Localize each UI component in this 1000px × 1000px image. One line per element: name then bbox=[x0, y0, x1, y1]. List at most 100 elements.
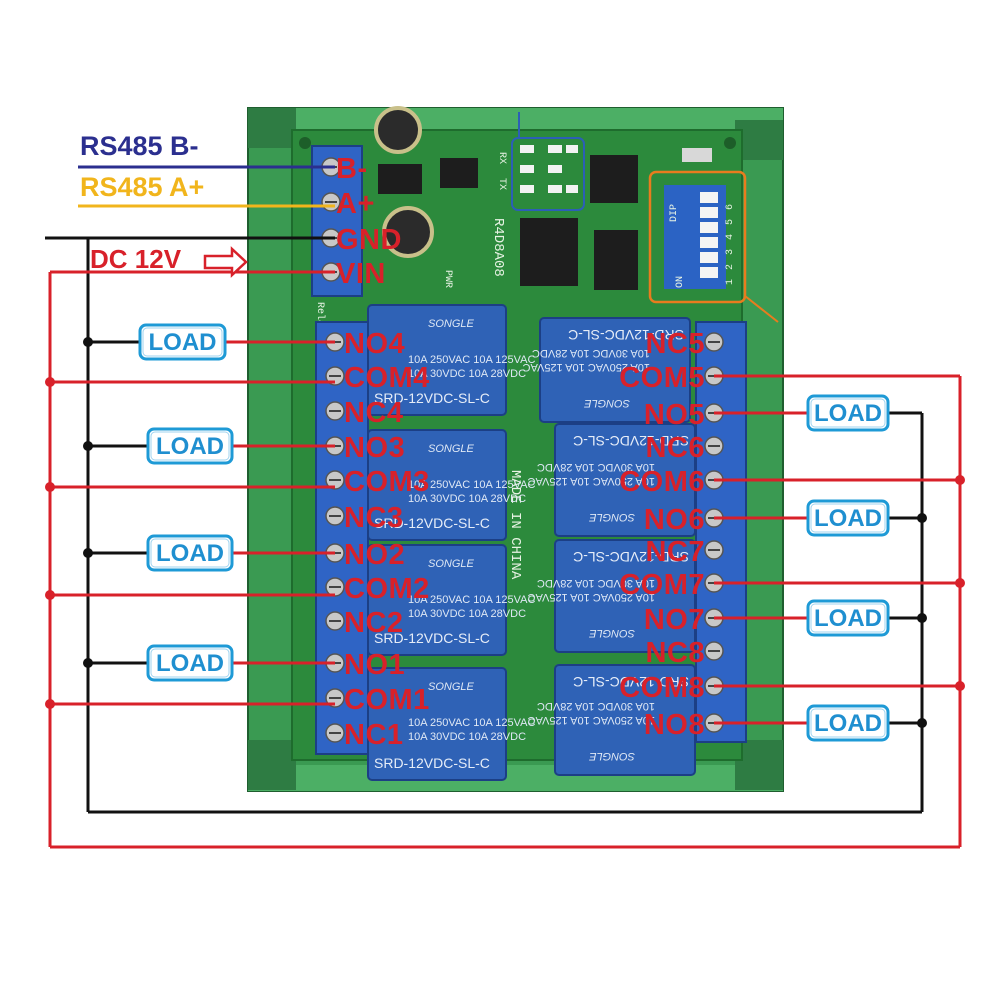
terminal-label: NC2 bbox=[344, 607, 404, 639]
terminal-label: NO3 bbox=[344, 432, 405, 464]
load-box: LOAD bbox=[146, 644, 234, 682]
relay-model: SRD-12VDC-SL-C bbox=[374, 755, 490, 771]
left-terminal-block bbox=[315, 321, 369, 755]
relay-brand: SONGLE bbox=[428, 681, 475, 693]
load-label: LOAD bbox=[149, 329, 217, 356]
led-cluster-outline bbox=[511, 137, 585, 211]
load-label: LOAD bbox=[814, 710, 882, 737]
dip-number-label: 6 bbox=[725, 204, 736, 210]
dip-label: DIP bbox=[669, 204, 680, 222]
terminal-label: NO8 bbox=[644, 709, 705, 741]
screw-icon bbox=[704, 540, 724, 560]
relay-brand: SONGLE bbox=[428, 443, 475, 455]
right-terminal-block bbox=[695, 321, 747, 743]
tx-label: TX bbox=[496, 178, 507, 190]
dip-number-label: 1 bbox=[725, 279, 736, 285]
terminal-label: NC8 bbox=[645, 637, 705, 669]
relay-model: SRD-12VDC-SL-C bbox=[374, 390, 490, 406]
chip-icon bbox=[594, 230, 638, 290]
terminal-label: NC5 bbox=[645, 328, 705, 360]
relay-module: SONGLE 10A 250VAC 10A 125VAC 10A 30VDC 10A… bbox=[367, 667, 535, 781]
load-label: LOAD bbox=[814, 605, 882, 632]
load-label: LOAD bbox=[156, 650, 224, 677]
dip-number-label: 2 bbox=[725, 264, 736, 270]
relay-rating: 10A 30VDC 10A 28VDC bbox=[408, 608, 526, 620]
terminal-label: A+ bbox=[336, 188, 375, 220]
screw-icon bbox=[325, 506, 345, 526]
terminal-label: COM4 bbox=[344, 362, 430, 394]
screw-icon bbox=[704, 641, 724, 661]
terminal-label: NO4 bbox=[344, 328, 405, 360]
relay-model: SRD-12VDC-SL-C bbox=[573, 549, 689, 565]
relay-rating: 10A 250VAC 10A 125VAC bbox=[523, 361, 650, 373]
load-box: LOAD bbox=[806, 499, 890, 537]
relay-model: SRD-12VDC-SL-C bbox=[568, 327, 684, 343]
terminal-label: VIN bbox=[336, 258, 386, 290]
load-label: LOAD bbox=[156, 433, 224, 460]
regulator-chip-icon bbox=[378, 164, 422, 194]
load-box: LOAD bbox=[146, 534, 234, 572]
dip-toggles bbox=[700, 192, 718, 278]
terminal-label: NO5 bbox=[644, 399, 705, 431]
relay-rating: 10A 30VDC 10A 28VDC bbox=[537, 577, 655, 589]
load-box: LOAD bbox=[146, 427, 234, 465]
terminal-label: COM7 bbox=[619, 569, 705, 601]
relay-rating: 10A 250VAC 10A 125VAC bbox=[408, 594, 535, 606]
terminal-label: B- bbox=[336, 153, 368, 185]
capacitor-icon bbox=[382, 206, 434, 258]
rs485-b-label: RS485 B- bbox=[80, 131, 199, 161]
relay-rating: 10A 30VDC 10A 28VDC bbox=[408, 368, 526, 380]
load-box: LOAD bbox=[806, 704, 890, 742]
power-junctions bbox=[45, 377, 965, 709]
relay-brand: SONGLE bbox=[588, 750, 635, 762]
terminal-label: NC7 bbox=[645, 536, 705, 568]
dip-on-label: ON bbox=[675, 276, 686, 288]
terminal-label: COM5 bbox=[619, 362, 705, 394]
screw-icon bbox=[325, 470, 345, 490]
electronics bbox=[374, 106, 712, 290]
load-label: LOAD bbox=[814, 400, 882, 427]
terminal-label: NO2 bbox=[344, 539, 405, 571]
power-wires bbox=[48, 270, 962, 849]
relay-model: SRD-12VDC-SL-C bbox=[573, 433, 689, 449]
terminal-label: COM2 bbox=[344, 573, 430, 605]
arrow-right-icon bbox=[203, 246, 248, 278]
relay-model: SRD-12VDC-SL-C bbox=[374, 515, 490, 531]
pin-header-icon bbox=[682, 148, 712, 162]
screw-icon bbox=[325, 723, 345, 743]
terminal-label: NO7 bbox=[644, 604, 705, 636]
relay-rating: 10A 30VDC 10A 28VDC bbox=[408, 493, 526, 505]
relay-rating: 10A 250VAC 10A 125VAC bbox=[408, 354, 535, 366]
dip-switch-outline bbox=[648, 170, 747, 304]
relay-rating: 10A 250VAC 10A 125VAC bbox=[528, 475, 655, 487]
terminal-label: NO1 bbox=[344, 649, 405, 681]
relay-rating: 10A 30VDC 10A 28VDC bbox=[408, 731, 526, 743]
terminal-label: COM1 bbox=[344, 684, 430, 716]
screw-icon bbox=[325, 611, 345, 631]
screw-icon bbox=[325, 577, 345, 597]
relay-brand: SONGLE bbox=[583, 397, 630, 409]
terminal-label: NC3 bbox=[344, 502, 404, 534]
load-label: LOAD bbox=[156, 540, 224, 567]
relay-rating: 10A 250VAC 10A 125VAC bbox=[408, 717, 535, 729]
relay-model: SRD-12VDC-SL-C bbox=[573, 674, 689, 690]
relay-model: SRD-12VDC-SL-C bbox=[374, 630, 490, 646]
chip-icon bbox=[440, 158, 478, 188]
terminal-label: NC4 bbox=[344, 397, 404, 429]
dip-number-label: 4 bbox=[725, 234, 736, 240]
led-icon bbox=[520, 145, 578, 193]
terminal-label: GND bbox=[336, 224, 402, 256]
chip-icon bbox=[520, 218, 578, 286]
load-label: LOAD bbox=[814, 505, 882, 532]
relay-rating: 10A 250VAC 10A 125VAC bbox=[528, 714, 655, 726]
chip-icon bbox=[590, 155, 638, 203]
